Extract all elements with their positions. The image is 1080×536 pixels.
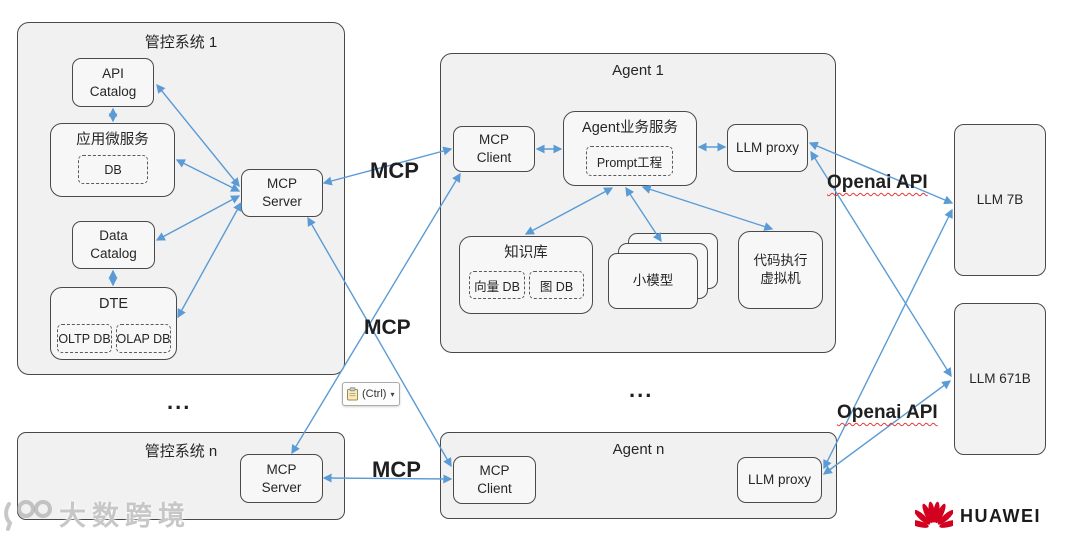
- mcp-label-top: MCP: [370, 158, 419, 183]
- agent-business-service-node: Agent业务服务: [563, 111, 697, 186]
- huawei-logo: HUAWEI: [915, 501, 1041, 532]
- data-catalog-node: Data Catalog: [72, 221, 155, 269]
- mcp-label-bottom: MCP: [372, 457, 421, 482]
- llm-proxyN-node: LLM proxy: [737, 457, 822, 503]
- mcp-server1-node: MCP Server: [241, 169, 323, 217]
- oltp-db-node: OLTP DB: [57, 324, 112, 353]
- clipboard-icon: [347, 387, 358, 401]
- paste-button-label: (Ctrl): [362, 388, 387, 400]
- watermark-logo-icon: [4, 499, 52, 531]
- mcp-client1-node: MCP Client: [453, 126, 535, 172]
- llm-proxy1-node: LLM proxy: [727, 124, 808, 172]
- prompt-engineering-node: Prompt工程: [586, 146, 673, 176]
- agentN-title: Agent n: [612, 441, 665, 458]
- chevron-down-icon: ▾: [390, 389, 395, 399]
- code-vm-node: 代码执行 虚拟机: [738, 231, 823, 309]
- mcp-clientN-node: MCP Client: [453, 456, 536, 504]
- api-catalog-node: API Catalog: [72, 58, 154, 107]
- edge-llmproxyN-llm671b: [822, 380, 952, 475]
- llm-7b-box: LLM 7B: [954, 124, 1046, 276]
- app-microservice-node: 应用微服务: [50, 123, 175, 197]
- paste-options-button[interactable]: (Ctrl) ▾: [342, 382, 401, 406]
- huawei-flower-icon: [915, 501, 953, 528]
- edge-llmproxyN-llm7b: [823, 208, 953, 470]
- openai-api-label-bottom: Openai API: [837, 402, 938, 423]
- openai-api-label-top: Openai API: [827, 172, 928, 193]
- small-model-node: 小模型: [608, 253, 698, 309]
- huawei-wordmark: HUAWEI: [960, 506, 1041, 526]
- mcp-label-middle: MCP: [364, 316, 411, 339]
- mcp-serverN-node: MCP Server: [240, 454, 323, 503]
- agent1-title: Agent 1: [612, 62, 664, 79]
- watermark: 大数跨境: [2, 494, 191, 533]
- olap-db-node: OLAP DB: [116, 324, 171, 353]
- llm-671b-box: LLM 671B: [954, 303, 1046, 455]
- vector-db-node: 向量 DB: [469, 271, 525, 299]
- system1-title: 管控系统 1: [144, 34, 218, 51]
- app-db-node: DB: [78, 155, 148, 184]
- watermark-text: 大数跨境: [59, 501, 191, 531]
- knowledge-base-node: 知识库: [459, 236, 593, 314]
- systemN-title: 管控系统 n: [144, 443, 218, 460]
- graph-db-node: 图 DB: [529, 271, 584, 299]
- dte-node: DTE: [50, 287, 177, 360]
